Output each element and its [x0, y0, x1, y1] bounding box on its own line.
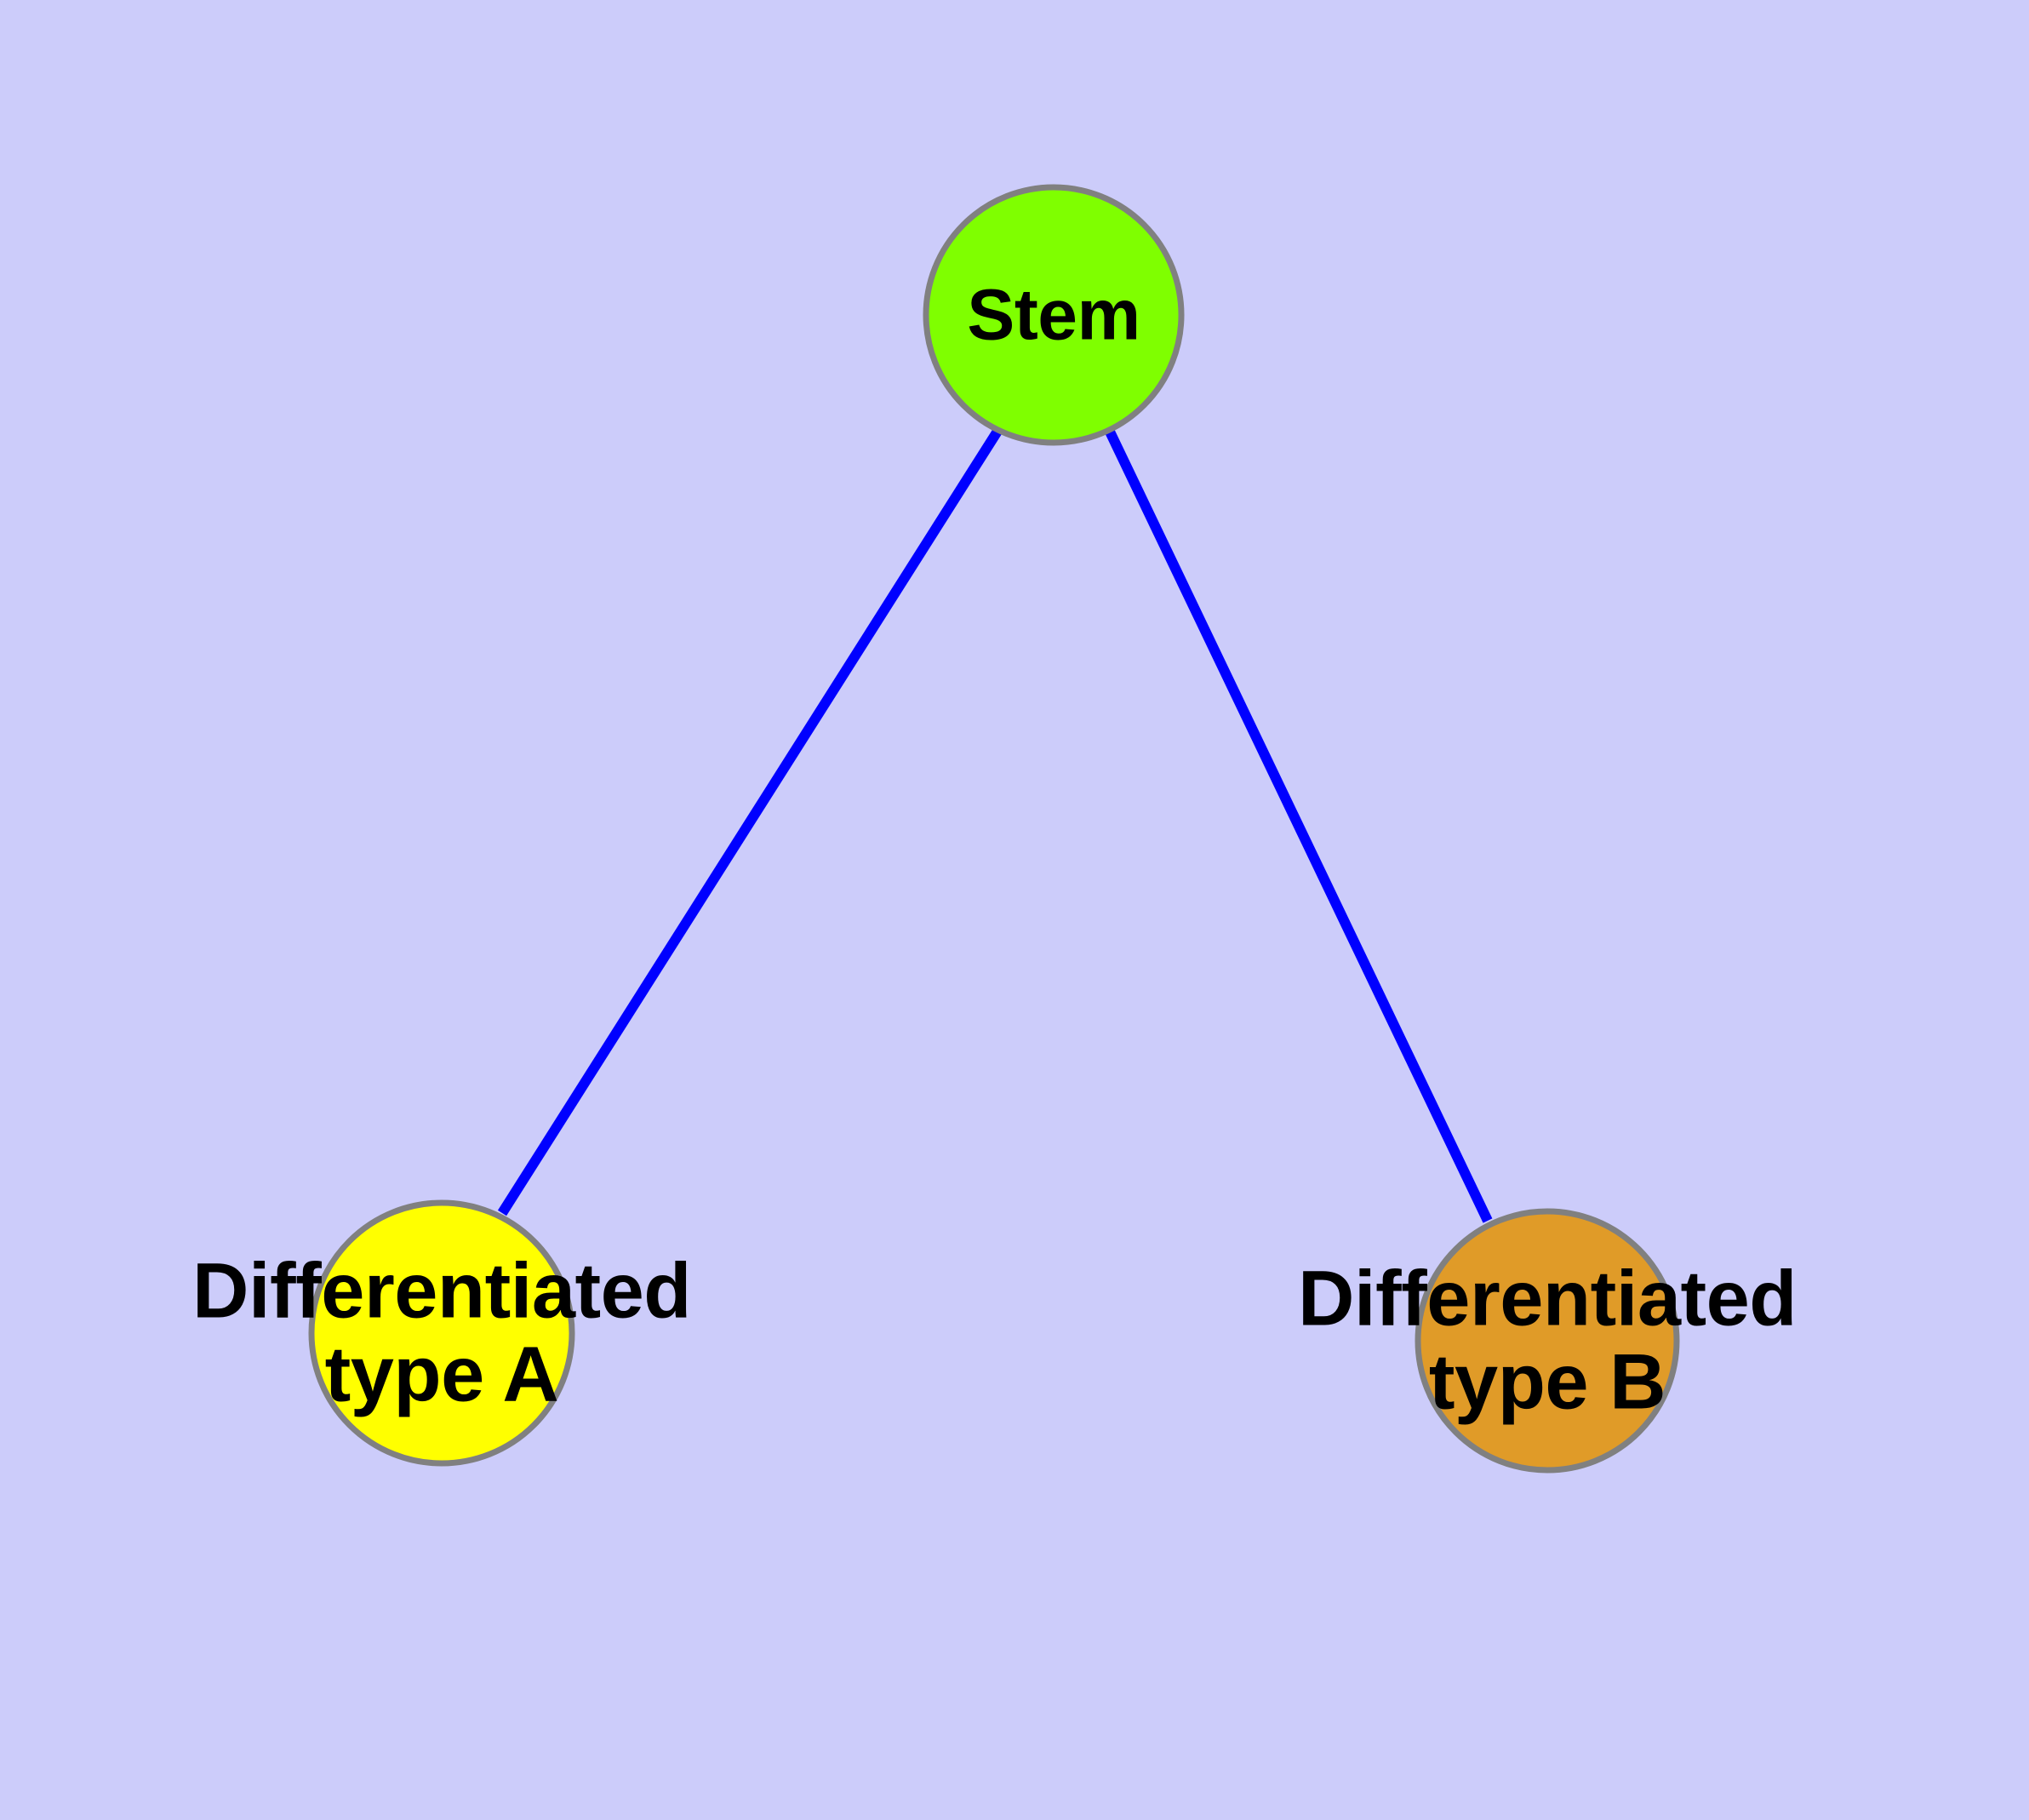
- node-circle-stem[interactable]: [923, 184, 1185, 446]
- node-circle-diff-b[interactable]: [1415, 1208, 1680, 1474]
- node-circle-diff-a[interactable]: [308, 1199, 575, 1467]
- edge-layer: [497, 426, 1493, 1223]
- edge-stem-to-diff-b: [1104, 427, 1493, 1223]
- node-layer: [308, 184, 1680, 1474]
- edge-stem-to-diff-a: [497, 426, 1003, 1216]
